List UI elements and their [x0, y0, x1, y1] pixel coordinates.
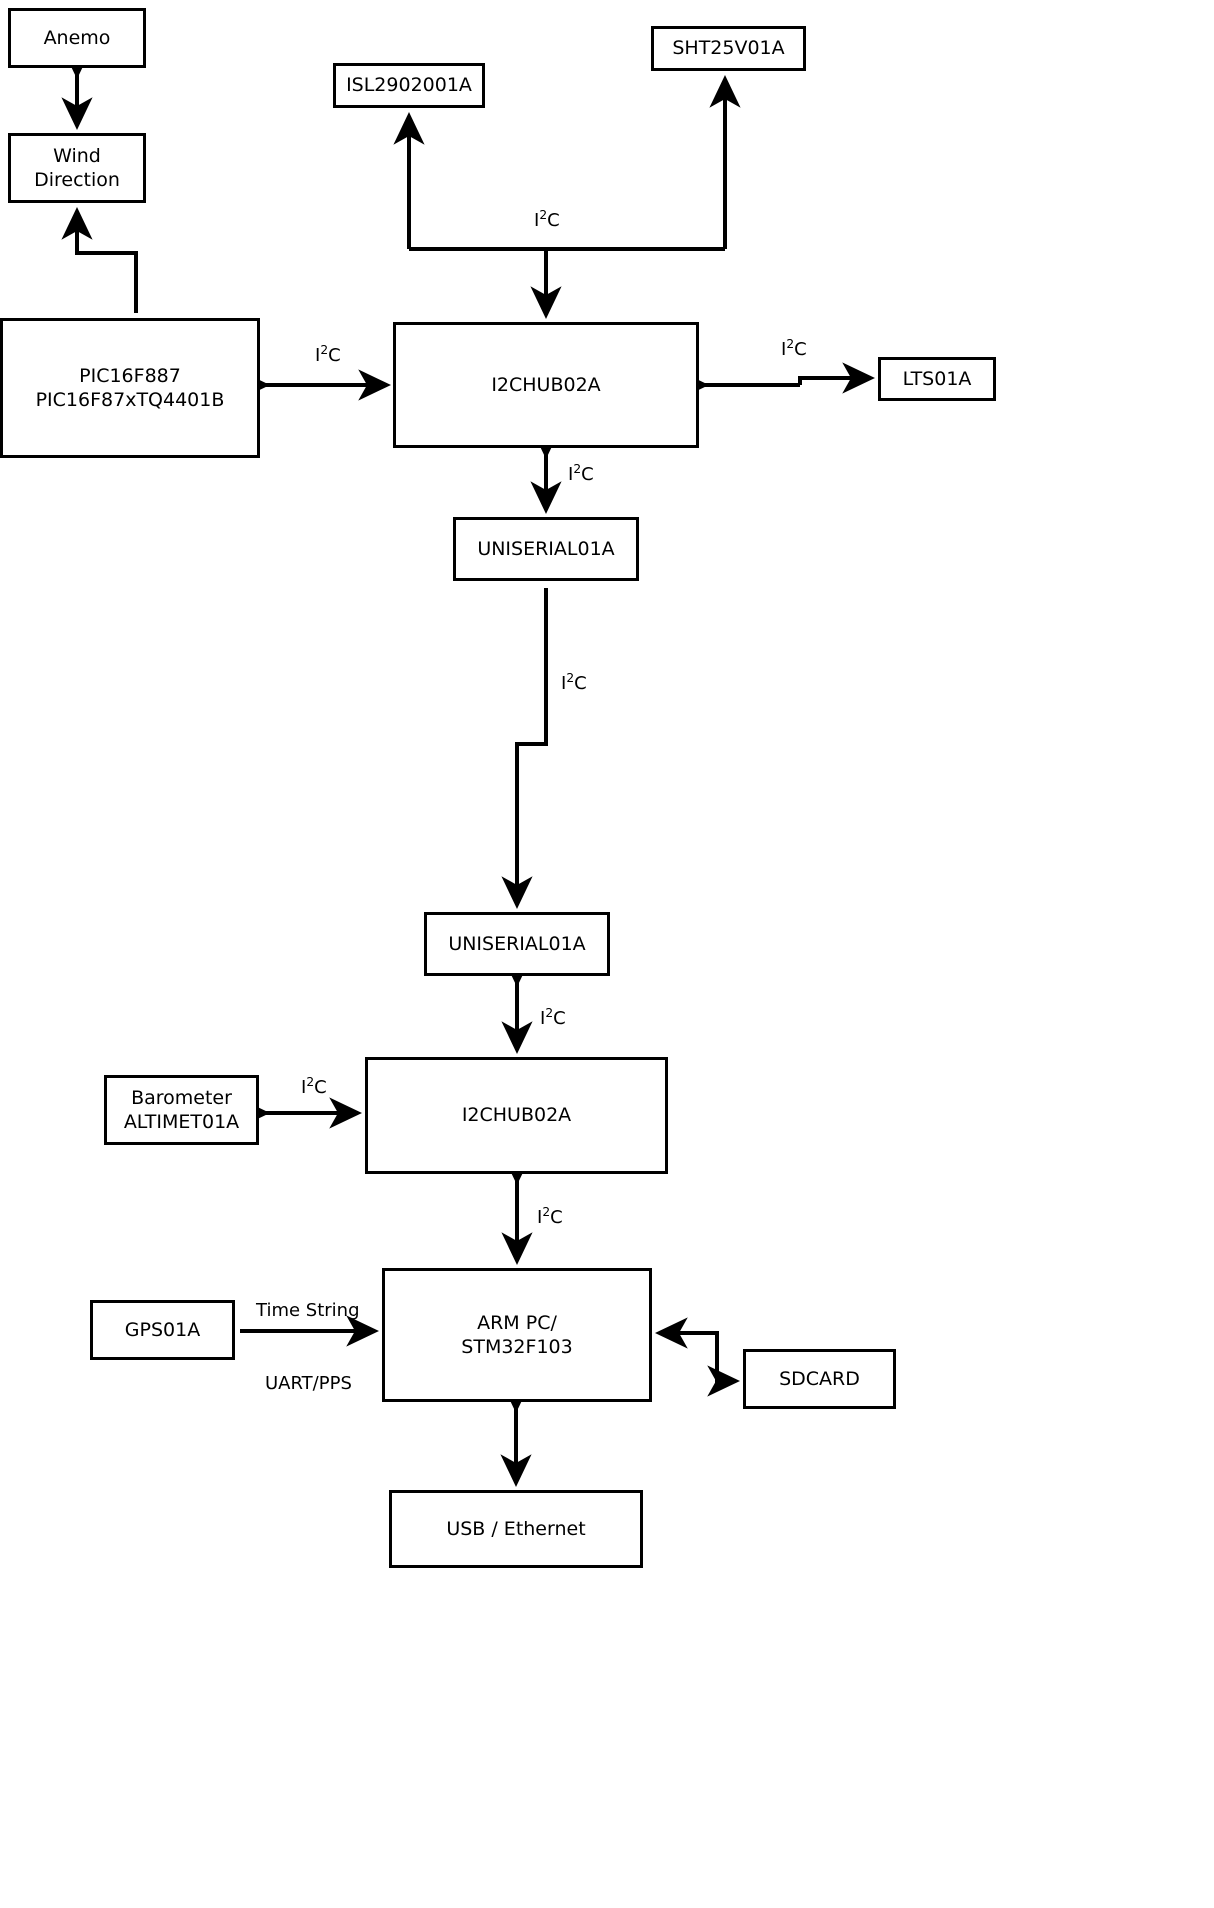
node-pic16f887[interactable]: PIC16F887 PIC16F87xTQ4401B: [0, 318, 260, 458]
node-lts01a[interactable]: LTS01A: [878, 357, 996, 401]
edge-label-gps-uart-pps: UART/PPS: [265, 1373, 352, 1394]
node-wind-direction[interactable]: Wind Direction: [8, 133, 146, 203]
node-barometer-altimet01a[interactable]: Barometer ALTIMET01A: [104, 1075, 259, 1145]
edge-armpc-sdcard: [681, 1331, 741, 1397]
node-sdcard[interactable]: SDCARD: [743, 1349, 896, 1409]
node-uniserial01a-top[interactable]: UNISERIAL01A: [453, 517, 639, 581]
edge-hubtop-lts: [705, 378, 871, 385]
edge-label-hub-bus: I2C: [534, 208, 560, 231]
node-usb-ethernet[interactable]: USB / Ethernet: [389, 1490, 643, 1568]
node-arm-pc-stm32f103[interactable]: ARM PC/ STM32F103: [382, 1268, 652, 1402]
node-anemo[interactable]: Anemo: [8, 8, 146, 68]
edge-label-gps-time-string: Time String: [256, 1300, 360, 1321]
node-uniserial01a-bottom[interactable]: UNISERIAL01A: [424, 912, 610, 976]
edge-unitop-unibottom: [501, 588, 548, 910]
edge-label-hub-arm-pc: I2C: [537, 1205, 563, 1228]
edge-label-hub-lts: I2C: [781, 337, 807, 360]
edge-label-uniserial-uniserial: I2C: [561, 671, 587, 694]
node-isl2902001a[interactable]: ISL2902001A: [333, 63, 485, 108]
node-gps01a[interactable]: GPS01A: [90, 1300, 235, 1360]
node-i2chub02a-top[interactable]: I2CHUB02A: [393, 322, 699, 448]
edge-label-barometer-hub: I2C: [301, 1075, 327, 1098]
edge-label-uniserial-hub-bottom: I2C: [540, 1006, 566, 1029]
edge-label-hub-uniserial-top: I2C: [568, 462, 594, 485]
node-i2chub02a-bottom[interactable]: I2CHUB02A: [365, 1057, 668, 1174]
node-sht25v01a[interactable]: SHT25V01A: [651, 26, 806, 71]
edge-pic-winddirection: [61, 206, 138, 313]
edge-label-pic-hub: I2C: [315, 343, 341, 366]
